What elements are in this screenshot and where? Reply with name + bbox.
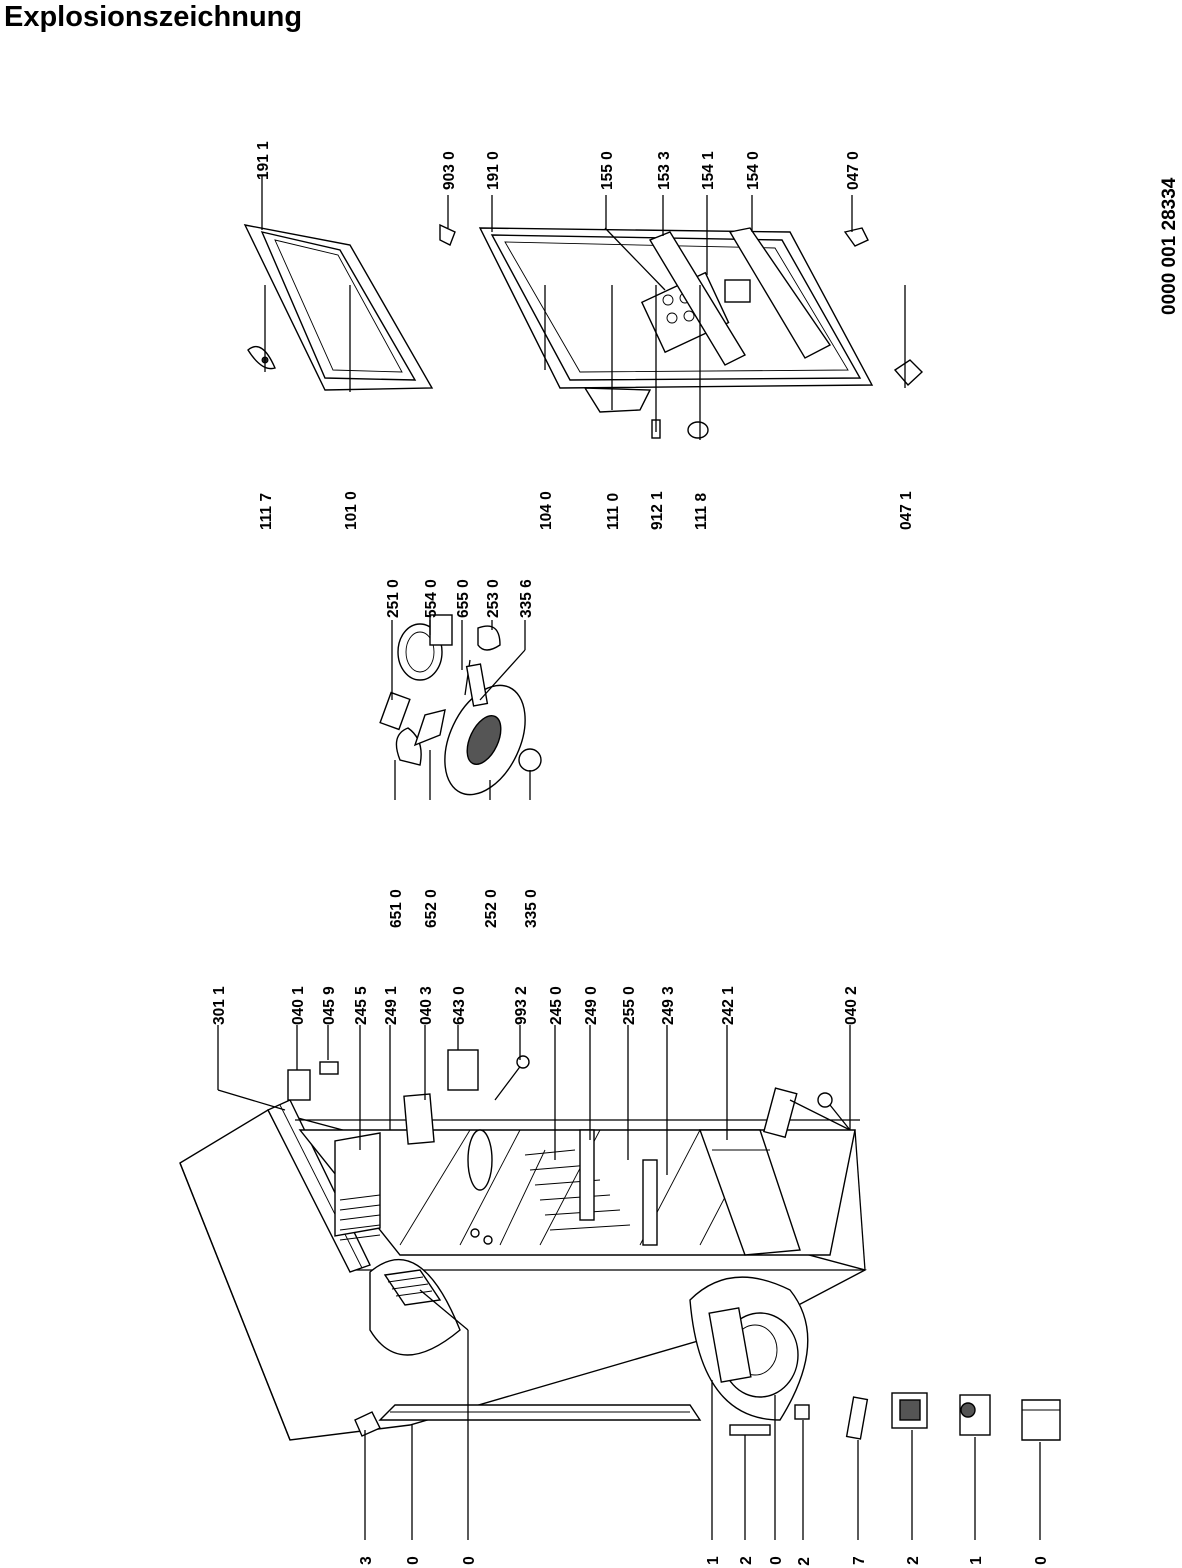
part-label: 652 0 xyxy=(423,889,440,928)
part-labels: 301 1 040 1 045 9 245 5 249 1 040 3 643 … xyxy=(211,141,1050,1568)
part-label: 191 1 xyxy=(255,141,272,180)
part-label: 104 0 xyxy=(538,491,555,530)
part-label: 903 0 xyxy=(441,151,458,190)
part-label: 011 2 xyxy=(796,1557,813,1568)
part-label: 245 0 xyxy=(548,986,565,1025)
part-label: 154 0 xyxy=(745,151,762,190)
part-label: 249 0 xyxy=(583,986,600,1025)
loose-parts xyxy=(287,1049,1061,1441)
part-label: 651 0 xyxy=(388,889,405,928)
part-label: 912 1 xyxy=(649,491,666,530)
control-group-drawing xyxy=(379,614,542,796)
part-label: 764 2 xyxy=(738,1556,755,1568)
part-label: 245 5 xyxy=(353,986,370,1025)
part-label: 614 1 xyxy=(968,1556,985,1568)
part-label: 993 2 xyxy=(513,986,530,1025)
fridge-door-drawing xyxy=(439,223,924,439)
part-label: 047 0 xyxy=(845,151,862,190)
part-label: 253 0 xyxy=(485,579,502,618)
part-label: 554 0 xyxy=(423,579,440,618)
part-label: 153 3 xyxy=(656,151,673,190)
part-label: 045 9 xyxy=(321,986,338,1025)
part-label: 255 0 xyxy=(621,986,638,1025)
part-label: 249 3 xyxy=(660,986,677,1025)
part-label: 111 0 xyxy=(605,493,622,530)
part-label: 040 3 xyxy=(418,986,435,1025)
part-label: 101 0 xyxy=(343,491,360,530)
freezer-door-drawing xyxy=(243,224,434,391)
part-label: 561 2 xyxy=(905,1556,922,1568)
part-label: 402 1 xyxy=(705,1556,722,1568)
part-label: 251 0 xyxy=(385,579,402,618)
cabinet-drawing xyxy=(179,1087,867,1441)
part-label: 643 0 xyxy=(451,986,468,1025)
page-title: Explosionszeichnung xyxy=(4,1,303,33)
part-label: 301 1 xyxy=(211,986,228,1025)
part-label: 335 0 xyxy=(523,889,540,928)
part-label: 740 3 xyxy=(358,1556,375,1568)
part-label: 156 0 xyxy=(461,1556,478,1568)
part-label: 111 8 xyxy=(693,493,710,530)
part-label: 155 0 xyxy=(599,151,616,190)
part-label: 249 1 xyxy=(383,986,400,1025)
part-label: 491 0 xyxy=(1033,1556,1050,1568)
part-label: 040 2 xyxy=(843,986,860,1025)
part-label: 335 6 xyxy=(518,579,535,618)
part-label: 402 0 xyxy=(768,1556,785,1568)
part-label: 111 7 xyxy=(258,493,275,530)
leader-lines xyxy=(217,175,1041,1540)
part-label: 252 0 xyxy=(483,889,500,928)
part-label: 047 1 xyxy=(898,491,915,530)
part-label: 191 0 xyxy=(485,151,502,190)
part-label: 040 1 xyxy=(290,986,307,1025)
document-number: 0000 001 28334 xyxy=(1159,177,1180,315)
part-label: 783 7 xyxy=(851,1556,868,1568)
part-label: 242 1 xyxy=(720,986,737,1025)
part-label: 154 1 xyxy=(700,151,717,190)
part-label: 655 0 xyxy=(455,579,472,618)
part-label: 740 0 xyxy=(405,1556,422,1568)
